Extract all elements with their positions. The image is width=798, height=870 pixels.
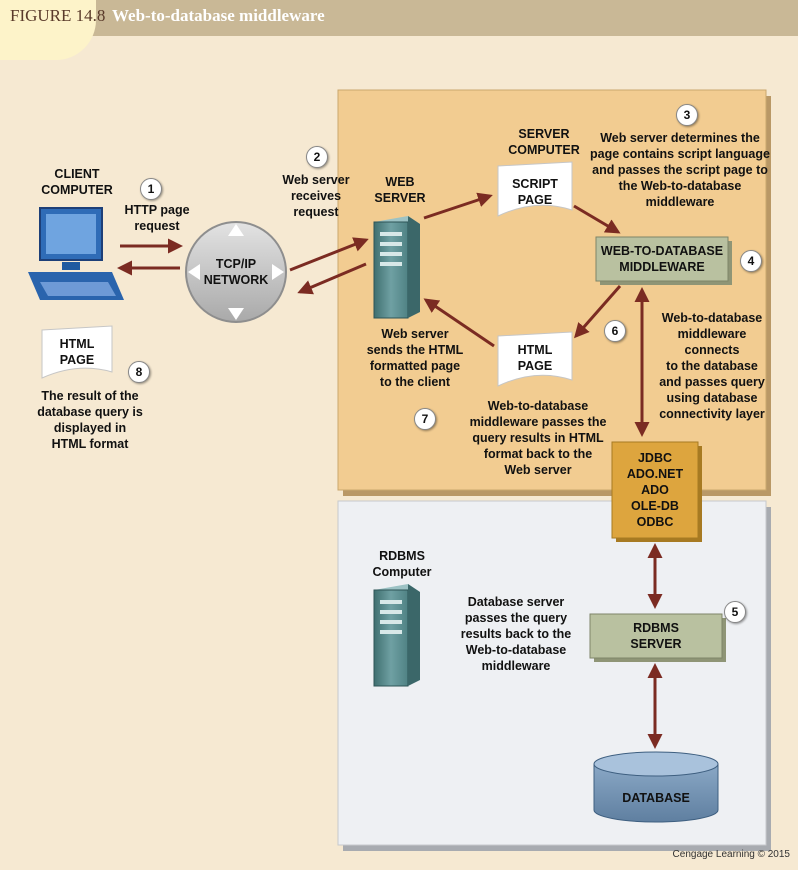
figure-title: Web-to-database middleware: [112, 6, 325, 25]
connectivity-label: JDBC ADO.NET ADO OLE-DB ODBC: [626, 451, 684, 529]
arrow-network-to-webserver: [289, 237, 369, 272]
client-computer-icon: [28, 207, 124, 300]
step-7-badge: 7: [414, 408, 436, 430]
connectivity-box: [611, 441, 699, 539]
arrow-html-to-webserver: [423, 298, 495, 348]
middleware-box: [595, 236, 729, 282]
arrow-middleware-to-html: [574, 285, 622, 339]
network-label: TCP/IP NETWORK: [203, 257, 269, 287]
figure-tab: [0, 0, 96, 60]
step-5-badge: 5: [724, 601, 746, 623]
rdbms-note: Database server passes the query results…: [460, 595, 572, 673]
server-computer-label: SERVER COMPUTER: [508, 127, 580, 157]
client-result-note: The result of the database query is disp…: [37, 389, 143, 451]
header-bar: [0, 0, 798, 36]
web-server-label: WEB SERVER: [374, 175, 426, 205]
tcpip-network-icon: [185, 221, 287, 323]
step-2-text: Web server receives request: [282, 173, 350, 219]
step-4-badge: 4: [740, 250, 762, 272]
step-1-badge: 1: [140, 178, 162, 200]
step-6-text: Web-to-database middleware passes the qu…: [469, 399, 607, 477]
arrow-script-to-middleware: [573, 204, 621, 234]
rdbms-computer-label: RDBMS Computer: [372, 549, 432, 579]
web-server-icon: [373, 216, 420, 319]
client-html-page-label: HTML PAGE: [59, 337, 95, 367]
step-1-text: HTTP page request: [124, 203, 190, 233]
server-html-page-shape: [497, 331, 573, 387]
client-computer-label: CLIENT COMPUTER: [41, 167, 113, 197]
step-6-badge: 6: [604, 320, 626, 342]
rdbms-server-label: RDBMS SERVER: [630, 621, 682, 651]
database-label: DATABASE: [622, 791, 690, 805]
arrow-webserver-to-network: [297, 262, 367, 295]
step-2-badge: 2: [306, 146, 328, 168]
step-3-text: Web server determines the page contains …: [590, 131, 770, 209]
middleware-label: WEB-TO-DATABASE MIDDLEWARE: [600, 244, 724, 274]
step-7-text: Web server sends the HTML formatted page…: [366, 327, 464, 389]
script-page-label: SCRIPT PAGE: [512, 177, 558, 207]
script-page-shape: [497, 161, 573, 217]
client-html-page-shape: [41, 325, 113, 379]
middleware-note: Web-to-database middleware connects to t…: [659, 311, 765, 421]
rdbms-computer-icon: [373, 584, 420, 687]
step-3-badge: 3: [676, 104, 698, 126]
step-8-badge: 8: [128, 361, 150, 383]
figure-number: FIGURE 14.8: [10, 6, 106, 25]
rdbms-server-box: [589, 613, 723, 659]
server-html-page-label: HTML PAGE: [517, 343, 553, 373]
database-cylinder: [593, 751, 719, 823]
credit-line: Cengage Learning © 2015: [672, 849, 790, 860]
arrow-webserver-to-script: [423, 192, 493, 220]
